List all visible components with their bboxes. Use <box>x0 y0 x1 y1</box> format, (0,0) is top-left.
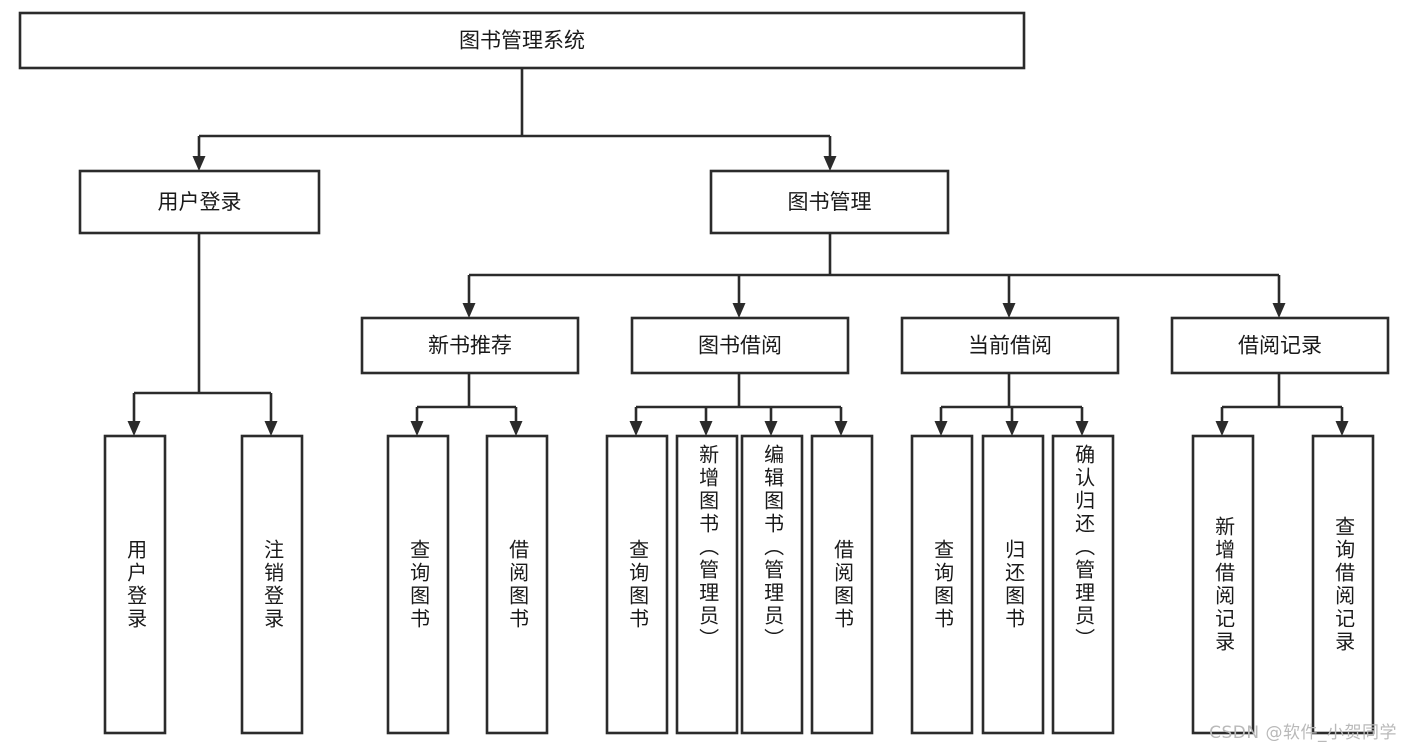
conn-recommend-to-leaves <box>410 373 523 436</box>
node-current-borrow[interactable] <box>900 316 1120 375</box>
node-boxes-layer <box>18 11 1390 735</box>
conn-manage-to-level2 <box>462 233 1286 318</box>
csdn-watermark: CSDN @软件_小贺同学 <box>1209 723 1397 743</box>
node-borrow-record[interactable] <box>1170 316 1390 375</box>
node-book-borrow-label: 图书借阅 <box>698 334 782 358</box>
connectors-layer <box>127 68 1349 436</box>
node-leaf-add-book-admin[interactable] <box>675 434 739 735</box>
conn-borrow-to-leaves <box>629 373 848 436</box>
conn-login-to-leaves <box>127 233 278 436</box>
node-current-borrow-label: 当前借阅 <box>968 334 1052 358</box>
node-leaf-borrow-book-1[interactable] <box>485 434 549 735</box>
node-leaf-edit-book-admin[interactable] <box>740 434 804 735</box>
node-leaf-borrow-book-2[interactable] <box>810 434 874 735</box>
node-book-manage-label: 图书管理 <box>788 190 872 214</box>
node-book-manage[interactable] <box>709 169 950 235</box>
node-new-book-recommend[interactable] <box>360 316 580 375</box>
node-leaf-confirm-return-admin[interactable] <box>1051 434 1115 735</box>
node-leaf-query-book-3[interactable] <box>910 434 974 735</box>
node-user-login[interactable] <box>78 169 321 235</box>
node-user-login-label: 用户登录 <box>158 190 242 214</box>
node-leaf-add-borrow-record[interactable] <box>1191 434 1255 735</box>
node-leaf-query-borrow-record[interactable] <box>1311 434 1375 735</box>
node-root-label: 图书管理系统 <box>459 29 585 53</box>
conn-current-to-leaves <box>934 373 1089 436</box>
node-leaf-return-book[interactable] <box>981 434 1045 735</box>
node-leaf-query-book-2[interactable] <box>605 434 669 735</box>
node-new-book-recommend-label: 新书推荐 <box>428 334 512 358</box>
node-root[interactable] <box>18 11 1026 70</box>
conn-record-to-leaves <box>1215 373 1349 436</box>
node-leaf-query-book-1[interactable] <box>386 434 450 735</box>
node-leaf-user-login[interactable] <box>103 434 167 735</box>
node-borrow-record-label: 借阅记录 <box>1238 334 1322 358</box>
node-leaf-logout-login[interactable] <box>240 434 304 735</box>
conn-root-to-level1 <box>192 68 837 171</box>
node-book-borrow[interactable] <box>630 316 850 375</box>
